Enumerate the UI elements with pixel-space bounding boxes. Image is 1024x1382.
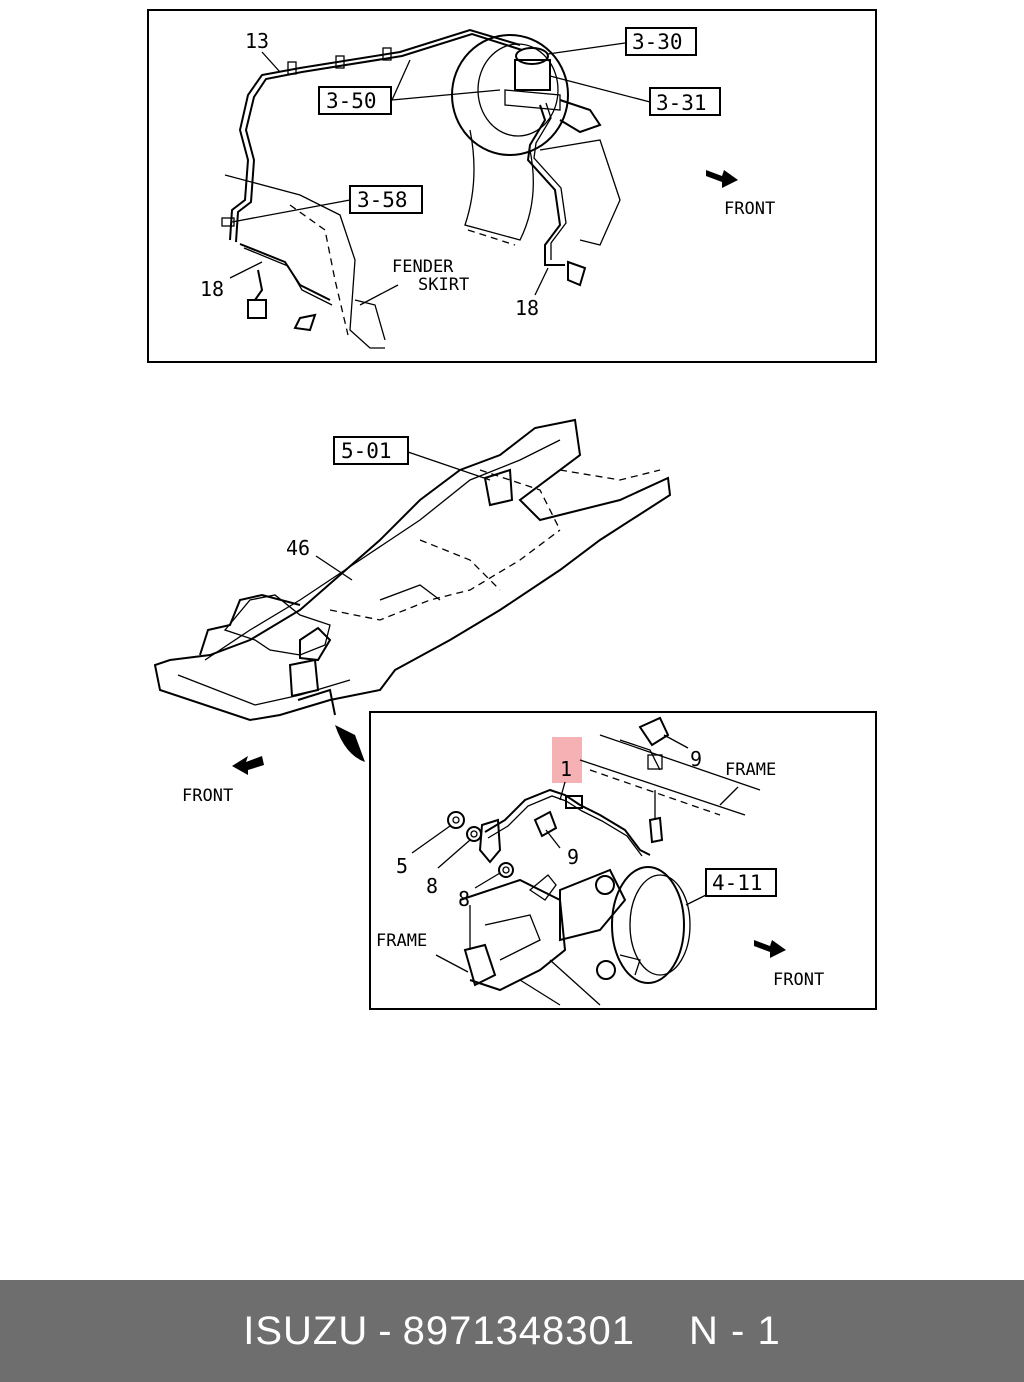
ref-3-30-label: 3-30 [632, 30, 683, 54]
part-9-mid-label: 9 [567, 845, 579, 869]
frame-overview: 5-01 46 FRONT [153, 418, 672, 806]
hose-18-left-label: 18 [200, 277, 224, 301]
frame-bottom-label: FRAME [376, 931, 427, 951]
ref-3-31-label: 3-31 [656, 91, 707, 115]
front-label-detail: FRONT [773, 970, 824, 990]
part-46-label: 46 [286, 536, 310, 560]
part-9-top-label: 9 [690, 747, 702, 771]
footer-separator: - [378, 1308, 393, 1353]
fender-label: FENDER [392, 257, 454, 277]
footer-page-ref: N - 1 [689, 1308, 781, 1353]
part-number-footer: ISUZU - 8971348301 N - 1 [0, 1280, 1024, 1382]
top-panel: 13 3-30 3-50 3-31 3-58 18 18 FENDER SKIR… [147, 9, 877, 363]
ref-5-01-label: 5-01 [341, 439, 392, 463]
part-1-highlight [552, 737, 582, 783]
skirt-label: SKIRT [418, 275, 469, 295]
parts-diagram: 13 3-30 3-50 3-31 3-58 18 18 FENDER SKIR… [147, 9, 877, 1010]
footer-part-number: 8971348301 [402, 1308, 636, 1353]
ref-3-50-label: 3-50 [326, 89, 377, 113]
ref-4-11-label: 4-11 [712, 871, 763, 895]
detail-panel: 1 9 FRAME 9 5 8 8 4-11 FRAME FRONT [369, 711, 877, 1010]
frame-top-label: FRAME [725, 760, 776, 780]
part-8-a-label: 8 [426, 874, 438, 898]
footer-brand: ISUZU [243, 1308, 369, 1353]
part-8-b-label: 8 [458, 887, 470, 911]
front-label-middle: FRONT [182, 786, 233, 806]
hose-18-right-label: 18 [515, 296, 539, 320]
front-label-top: FRONT [724, 199, 775, 219]
pipe-13-label: 13 [245, 29, 269, 53]
part-1-label: 1 [560, 757, 572, 781]
part-5-label: 5 [396, 854, 408, 878]
ref-3-58-label: 3-58 [357, 188, 408, 212]
